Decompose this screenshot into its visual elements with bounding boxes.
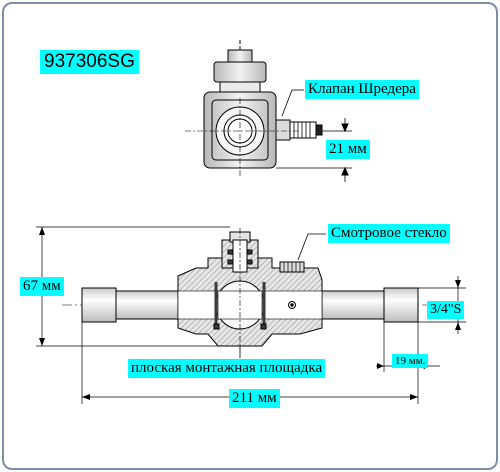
schrader-valve-label: Клапан Шредера <box>305 80 419 99</box>
mounting-pad-label: плоская монтажная площадка <box>128 359 326 378</box>
dimension-19mm-label: 19 мм. <box>392 354 429 368</box>
dimension-211mm-label: 211 мм <box>229 389 280 408</box>
model-code: 937306SG <box>40 50 139 74</box>
sight-glass-label: Смотровое стекло <box>328 224 450 243</box>
section-view <box>62 228 462 358</box>
pipe-size-label: 3/4"S <box>427 301 465 319</box>
dimension-21mm-label: 21 мм <box>326 140 370 159</box>
top-view <box>185 40 352 182</box>
dimension-67mm-label: 67 мм <box>20 277 64 296</box>
